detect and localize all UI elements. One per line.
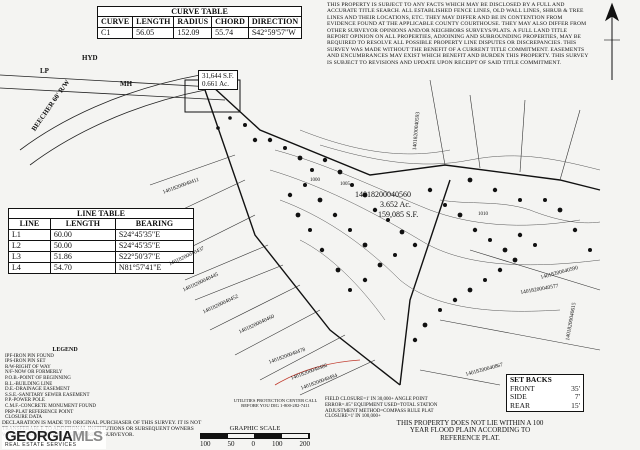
property-lines <box>184 74 601 386</box>
lot-area-sf: 31,644 S.F. <box>202 72 234 80</box>
curve-header-curve: CURVE <box>96 16 134 28</box>
setback-label: SIDE <box>510 392 527 402</box>
line-header-bearing: BEARING <box>114 218 195 230</box>
legend-item: N/F-NOW OR FORMERLY <box>5 370 63 376</box>
mh-label: MH <box>120 80 133 88</box>
legend-item: B.L.-BUILDING LINE <box>5 381 53 387</box>
setback-value: 7' <box>574 392 580 402</box>
contour-label: 1005 <box>340 182 350 187</box>
scale-bar <box>200 433 310 439</box>
north-arrow-icon <box>604 2 620 80</box>
table-cell: 152.09 <box>173 27 213 39</box>
setback-label: FRONT <box>510 383 535 393</box>
scale-tick: 50 <box>227 440 235 448</box>
line-table-title: LINE TABLE <box>8 208 194 218</box>
tree-symbols <box>216 116 592 343</box>
line-header-length: LENGTH <box>49 218 116 230</box>
scale-tick: 100 <box>200 440 211 448</box>
table-cell: L3 <box>8 251 51 263</box>
legend-item: R/W-RIGHT OF WAY <box>5 364 51 370</box>
scale-tick: 100 <box>272 440 283 448</box>
table-cell: L2 <box>8 240 51 252</box>
scale-label: GRAPHIC SCALE <box>229 425 281 432</box>
setbacks-box: SET BACKS FRONT 35' SIDE 7' REAR 15' <box>506 374 584 413</box>
table-cell: 55.74 <box>211 27 249 39</box>
flood-note: THIS PROPERTY DOES NOT LIE WITHIN A 100 … <box>396 419 544 442</box>
legend-item: P.P.-POWER POLE <box>5 398 45 404</box>
watermark-name: GEORGIAMLS <box>5 428 103 445</box>
watermark-name-main: GEORGIA <box>5 428 73 445</box>
scale-tick: 200 <box>299 440 311 448</box>
table-cell: S42°59'57"W <box>247 27 303 39</box>
legend-item: IPS-IRON PIN SET <box>5 359 46 365</box>
legend-item: PRP-PLAT REFERENCE POINT <box>5 409 74 415</box>
table-cell: 51.86 <box>49 251 116 263</box>
main-parcel-id: 14018200040560 <box>355 190 411 199</box>
curve-header-length: LENGTH <box>132 16 175 28</box>
table-cell: 60.00 <box>49 229 116 241</box>
table-cell: 54.70 <box>49 262 116 274</box>
legend-item: D.E.-DRAINAGE EASEMENT <box>5 387 70 393</box>
setback-value: 35' <box>571 383 580 393</box>
lot-area-ac: 0.661 Ac. <box>202 80 230 88</box>
table-row: L3 51.86 S22°50'37"E <box>8 251 195 263</box>
curve-header-direction: DIRECTION <box>247 16 303 28</box>
table-cell: S24°45'35"E <box>114 229 195 241</box>
table-cell: 56.05 <box>132 27 175 39</box>
table-cell: L1 <box>8 229 51 241</box>
setbacks-title: SET BACKS <box>510 375 552 384</box>
lot-area-box: 31,644 S.F. 0.661 Ac. <box>198 70 238 90</box>
table-cell: N81°57'41"E <box>114 262 195 274</box>
setback-row: FRONT 35' <box>510 383 580 394</box>
line-header-line: LINE <box>8 218 51 230</box>
curve-header-chord: CHORD <box>211 16 249 28</box>
table-row: L2 50.00 S24°45'35"E <box>8 240 195 252</box>
main-parcel-ac: 3.652 Ac. <box>380 200 411 209</box>
table-cell: S24°45'35"E <box>114 240 195 252</box>
scale-ticks: 100 50 0 100 200 <box>200 440 310 448</box>
graphic-scale: GRAPHIC SCALE 100 50 0 100 200 <box>200 425 310 448</box>
main-parcel-sf: 159,085 S.F. <box>378 210 419 219</box>
legend: LEGEND IPF-IRON PIN FOUND IPS-IRON PIN S… <box>5 347 125 421</box>
legend-item: S.S.E.-SANITARY SEWER EASEMENT <box>5 392 90 398</box>
curve-header-radius: RADIUS <box>173 16 213 28</box>
legend-title: LEGEND <box>52 347 78 353</box>
legend-item: P.O.B.-POINT OF BEGINNING <box>5 375 71 381</box>
watermark-name-mls: MLS <box>72 428 103 445</box>
table-cell: L4 <box>8 262 51 274</box>
line-table: LINE TABLE LINE LENGTH BEARING L1 60.00 … <box>8 208 195 274</box>
legend-item: CLOSURE DATA <box>5 415 42 421</box>
setback-value: 15' <box>571 400 580 410</box>
watermark-sub: REAL ESTATE SERVICES <box>5 442 77 448</box>
closure-note: FIELD CLOSURE=1' IN 30,000+ ANGLE POINT … <box>325 397 438 420</box>
setback-label: REAR <box>510 400 531 410</box>
curve-table-title: CURVE TABLE <box>97 6 303 16</box>
utility-note: UTILITIES PROTECTION CENTER CALL BEFORE … <box>233 398 318 409</box>
contour-label: 1000 <box>310 178 320 183</box>
table-cell: C1 <box>96 27 134 39</box>
table-row: L1 60.00 S24°45'35"E <box>8 229 195 241</box>
table-row: C1 56.05 152.09 55.74 S42°59'57"W <box>96 27 303 39</box>
flood-line <box>274 359 361 386</box>
table-cell: 50.00 <box>49 240 116 252</box>
legend-item: C.M.F.-CONCRETE MONUMENT FOUND <box>5 403 97 409</box>
setback-row: REAR 15' <box>510 400 580 411</box>
road-lines <box>0 74 231 166</box>
georgia-mls-watermark: GEORGIAMLS REAL ESTATE SERVICES <box>2 427 106 449</box>
contour-lines <box>269 129 601 321</box>
adjoining-lot-lines <box>149 79 601 396</box>
survey-notes: THIS PROPERTY IS SUBJECT TO ANY FACTS WH… <box>327 2 589 66</box>
scale-tick: 0 <box>251 440 256 448</box>
table-row: L4 54.70 N81°57'41"E <box>8 262 195 274</box>
hyd-label: HYD <box>82 54 98 62</box>
curve-table: CURVE TABLE CURVE LENGTH RADIUS CHORD DI… <box>96 6 303 39</box>
contour-label: 1010 <box>478 212 488 217</box>
legend-item: IPF-IRON PIN FOUND <box>5 353 54 359</box>
setback-row: SIDE 7' <box>510 393 580 402</box>
lp-label: LP <box>40 67 49 75</box>
